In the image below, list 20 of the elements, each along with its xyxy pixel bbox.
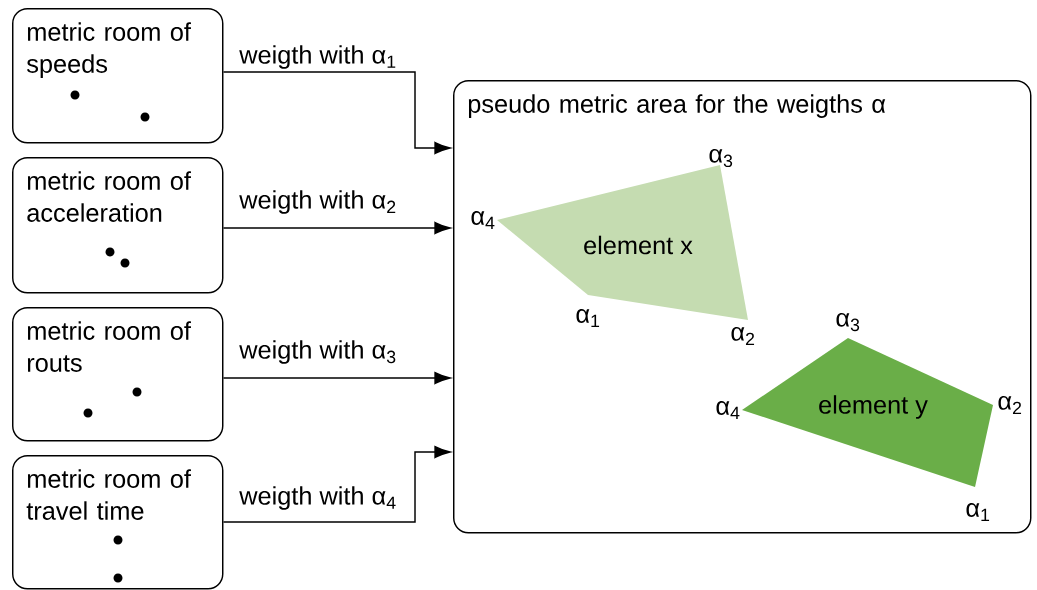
vertex-label: α$_{1}$ <box>576 309 600 327</box>
arrow <box>222 445 451 523</box>
edge-label: weigth with α$_{2}$ <box>237 188 399 216</box>
vertex-label: α$_{3}$ <box>836 312 860 332</box>
room-box: metric room of acceleration <box>12 157 224 294</box>
room-box: metric room of routs <box>12 307 224 442</box>
vertex-label: α$_{2}$ <box>731 326 755 346</box>
arrow <box>222 71 451 155</box>
vertex-label: α$_{4}$ <box>716 401 740 419</box>
room-box: metric room of travel time <box>12 455 224 590</box>
room-box: metric room of speeds <box>12 8 224 144</box>
edge-label: weigth with α$_{3}$ <box>237 338 399 366</box>
arrow <box>222 371 451 385</box>
vertex-label: α$_{1}$ <box>966 503 990 521</box>
arrow <box>222 221 451 235</box>
vertex-label: α$_{4}$ <box>471 211 495 229</box>
vertex-label: α$_{3}$ <box>709 148 733 168</box>
edge-label: weigth with α$_{4}$ <box>237 484 399 512</box>
edge-label: weigth with α$_{1}$ <box>237 43 399 71</box>
vertex-label: α$_{2}$ <box>998 395 1022 415</box>
